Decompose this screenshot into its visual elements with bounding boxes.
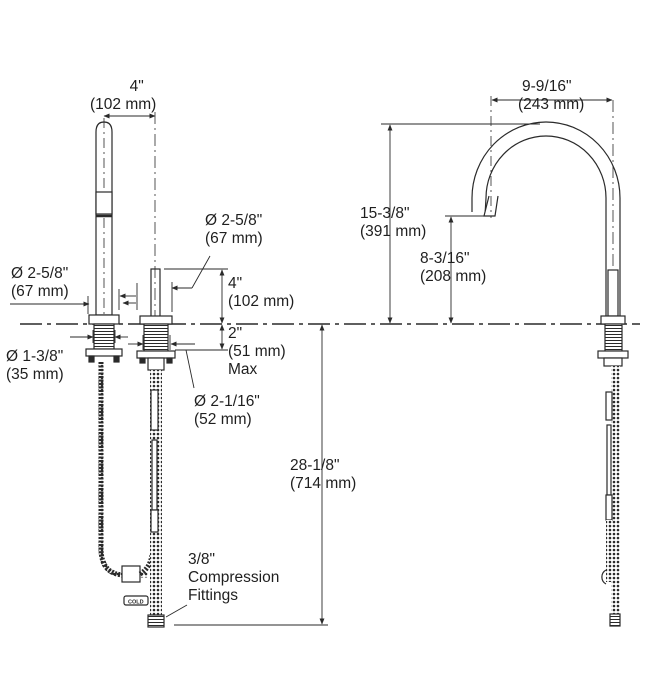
left-dimension-lines [10,113,328,626]
dim-spout-height: 15-3/8" (391 mm) [360,205,426,241]
dim-spout-hole-diameter: Ø 1-3/8" (35 mm) [6,348,64,384]
dim-note: Max [228,361,258,378]
dim-spout-base-diameter: Ø 2-5/8" (67 mm) [11,265,69,301]
dim-imperial: 8-3/16" [420,250,470,267]
dim-imperial: Ø 2-5/8" [11,265,69,282]
dim-supply-length: 28-1/8" (714 mm) [290,457,356,493]
dim-metric: (102 mm) [228,293,295,310]
dim-handle-diameter: Ø 2-5/8" (67 mm) [205,212,263,248]
dim-imperial: 28-1/8" [290,457,340,474]
side-spout [85,118,155,583]
dim-imperial: 4" [129,78,144,95]
dim-imperial: 4" [228,275,243,292]
callout-line: 3/8" [188,551,216,568]
dim-metric: (35 mm) [6,366,64,383]
dim-imperial: 2" [228,325,243,342]
dim-imperial: Ø 2-1/16" [194,393,260,410]
dim-metric: (391 mm) [360,223,427,240]
dim-metric: (208 mm) [420,268,487,285]
dim-metric: (714 mm) [290,475,357,492]
cold-tag-label: COLD [128,600,144,606]
dim-metric: (52 mm) [194,411,252,428]
dim-handle-hole-diameter: Ø 2-1/16" (52 mm) [194,393,260,429]
cold-tag [123,595,149,606]
dim-metric: (67 mm) [205,230,263,247]
dim-aerator-height: 8-3/16" (208 mm) [420,250,486,286]
callout-line: Compression [188,569,280,586]
fittings-callout: 3/8" Compression Fittings [188,551,279,605]
side-handle [123,112,176,628]
callout-line: Fittings [188,587,238,604]
dim-handle-height: 4" (102 mm) [228,275,294,311]
dim-metric: (243 mm) [518,96,585,113]
dim-spout-offset: 4" (102 mm) [90,78,156,114]
dim-imperial: 9-9/16" [522,78,572,95]
hose-weight-icon [121,565,141,583]
dim-imperial: Ø 2-5/8" [205,212,263,229]
dim-imperial: 15-3/8" [360,205,410,222]
right-dimension-lines [381,97,613,324]
dim-spout-reach: 9-9/16" (243 mm) [518,78,584,114]
front-spout [471,96,629,627]
dim-metric: (67 mm) [11,283,69,300]
dim-metric: (102 mm) [90,96,157,113]
dim-deck-thickness: 2" (51 mm) Max [228,325,286,379]
dim-metric: (51 mm) [228,343,286,360]
dim-imperial: Ø 1-3/8" [6,348,64,365]
